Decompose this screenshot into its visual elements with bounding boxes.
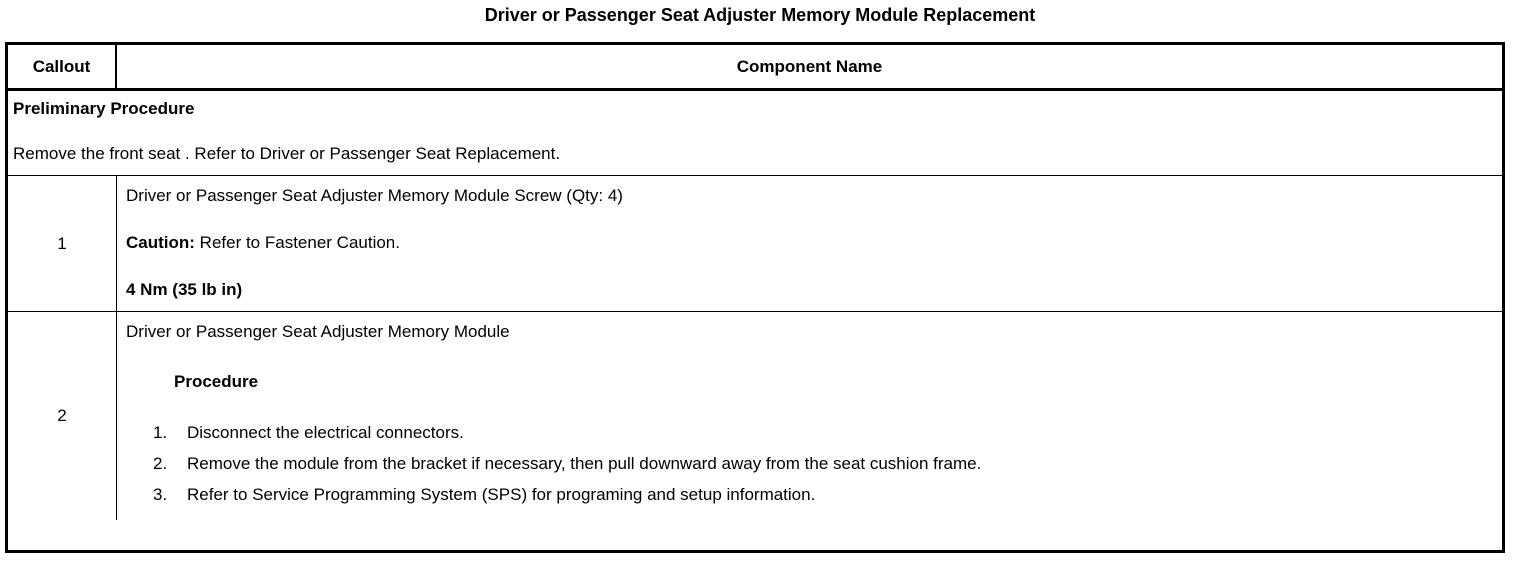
step-text: Disconnect the electrical connectors. [187,423,464,442]
component-name-text: Driver or Passenger Seat Adjuster Memory… [126,186,623,205]
list-item: 3. Refer to Service Programming System (S… [126,479,1494,510]
step-text: Refer to Service Programming System (SPS… [187,485,816,504]
callout-number: 1 [8,176,117,311]
procedure-step-list: 1.Disconnect the electrical connectors. … [126,417,1494,510]
step-text: Remove the module from the bracket if ne… [187,454,982,473]
component-cell: Driver or Passenger Seat Adjuster Memory… [117,176,1502,311]
preliminary-procedure-row: Preliminary Procedure Remove the front s… [8,91,1502,176]
table-row: 2 Driver or Passenger Seat Adjuster Memo… [8,312,1502,520]
preliminary-procedure-heading: Preliminary Procedure [13,99,195,118]
component-name-text: Driver or Passenger Seat Adjuster Memory… [126,322,510,341]
torque-specification: 4 Nm (35 lb in) [126,280,243,299]
list-item: 1. Disconnect the electrical connectors. [126,417,1494,448]
step-number: 3. [153,485,168,504]
component-cell: Driver or Passenger Seat Adjuster Memory… [117,312,1502,520]
table-header-row: Callout Component Name [8,45,1502,91]
preliminary-procedure-text: Remove the front seat . Refer to Driver … [13,144,561,163]
procedure-heading: Procedure [174,372,259,391]
column-header-callout: Callout [8,45,117,88]
step-number: 2. [153,454,168,473]
caution-text: Refer to Fastener Caution. [194,233,400,252]
procedure-table: Callout Component Name Preliminary Proce… [5,42,1505,553]
list-item: 2. Remove the module from the bracket if … [126,448,1494,479]
column-header-component-name: Component Name [736,57,883,76]
caution-line: Caution: Refer to Fastener Caution. [126,231,1494,254]
callout-number: 2 [8,312,117,520]
caution-label: Caution: [126,233,195,252]
table-row: 1 Driver or Passenger Seat Adjuster Memo… [8,176,1502,312]
step-number: 1. [153,423,168,442]
page-title: Driver or Passenger Seat Adjuster Memory… [484,5,1036,25]
